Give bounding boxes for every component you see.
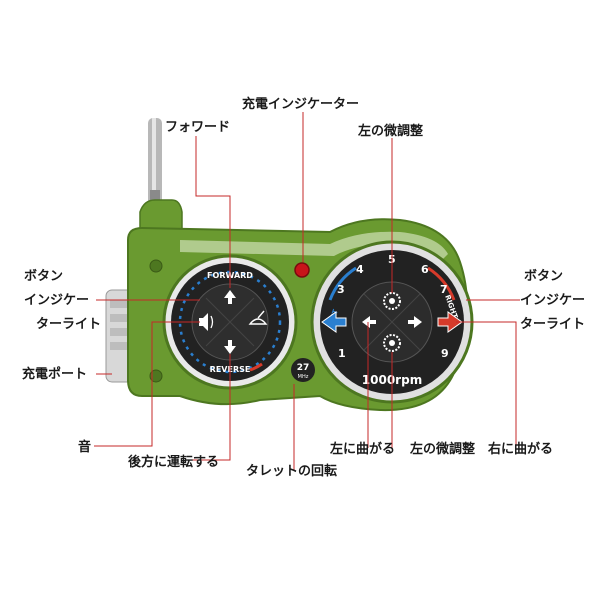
reverse-button[interactable] [224,340,236,354]
label-turn-left: 左に曲がる [330,442,396,457]
scale-number-6: 6 [421,263,429,276]
label-forward: フォワード [165,120,231,135]
antenna [148,118,162,210]
leader-lines [94,112,520,470]
label-left-trim-bottom: 左の微調整 [410,442,476,457]
frequency-badge: 27 MHz [291,358,315,382]
sound-button[interactable] [199,313,214,331]
label-charge-indicator: 充電インジケーター [242,97,360,112]
label-button-left-1: ボタン [24,269,64,284]
trim-gear-icon [383,292,401,310]
turn-left-button[interactable] [362,316,376,328]
arrow-left-icon [362,316,376,328]
scale-number-1: 1 [338,347,346,360]
arrow-down-icon [224,340,236,354]
label-button-right-1: ボタン [524,269,564,284]
left-indicator-arrow [321,311,347,333]
label-button-right-3: ターライト [520,317,586,332]
arrow-up-icon [224,290,236,304]
freq-unit: MHz [298,374,309,380]
scale-number-9: 9 [441,347,449,360]
left-dial: FORWARD REVERSE [162,254,298,390]
arrow-right-icon [408,316,422,328]
scale-number-3: 3 [337,283,345,296]
label-sound: 音 [78,440,92,455]
turn-right-button[interactable] [408,316,422,328]
label-button-right-2: インジケー [520,293,586,308]
trim-gear-icon [383,334,401,352]
label-reverse-drive: 後方に運転する [128,455,220,470]
label-button-left-2: インジケー [24,293,90,308]
charge-indicator-led [294,262,310,278]
forward-button[interactable] [224,290,236,304]
turret-button[interactable] [248,310,268,325]
label-turn-right: 右に曲がる [488,442,554,457]
right-indicator-arrow [437,311,463,333]
freq-value: 27 [297,363,310,373]
label-turret-rotate: タレットの回転 [246,464,338,479]
label-button-left-3: ターライト [36,317,102,332]
speaker-icon [199,313,214,331]
label-left-trim-top: 左の微調整 [358,124,424,139]
scale-number-7: 7 [440,283,448,296]
scale-number-4: 4 [356,263,364,276]
left-trim-top-button[interactable] [383,292,401,310]
turret-icon [248,310,268,325]
label-charge-port: 充電ポート [22,367,88,382]
left-trim-bottom-button[interactable] [383,334,401,352]
